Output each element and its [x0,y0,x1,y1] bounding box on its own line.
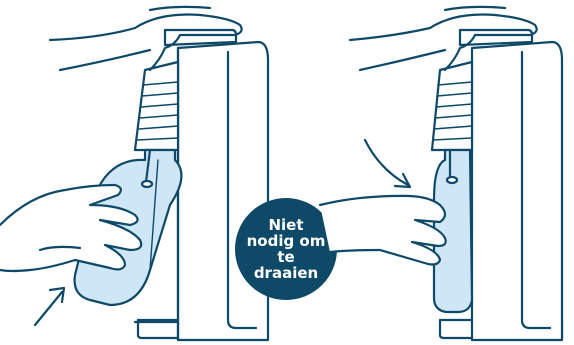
arrow-icon [35,292,62,325]
arrow-icon-right [365,140,408,185]
step-illustration-push-bottle [300,0,574,345]
hand-icon-lower-right [320,196,446,265]
soda-machine-icon-right [472,42,562,340]
soda-machine-icon [178,42,268,340]
step-illustration-insert-bottle [0,0,300,345]
